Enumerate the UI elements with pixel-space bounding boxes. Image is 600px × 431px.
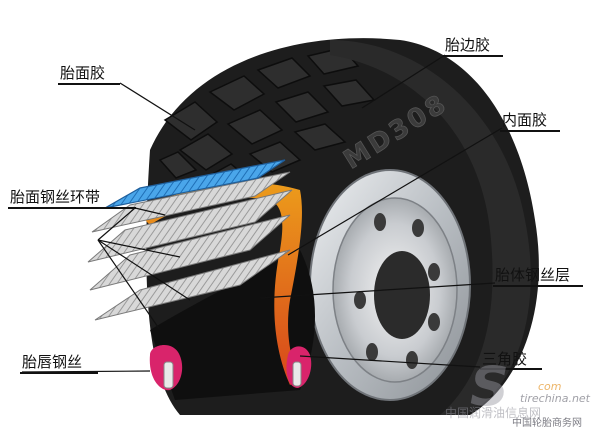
label-underline xyxy=(500,130,560,132)
label-underline xyxy=(480,368,542,370)
label-underline xyxy=(58,83,120,85)
watermark-site-cn-right: 中国轮胎商务网 xyxy=(512,418,582,429)
belt-plies xyxy=(87,159,293,321)
bead-left xyxy=(149,344,183,391)
label-sidewall-rubber: 胎边胶 xyxy=(445,36,491,54)
watermark-site-en: tirechina.net xyxy=(520,392,590,405)
watermark-site-cn-left: 中国润滑油信息网 xyxy=(445,406,542,420)
label-underline xyxy=(20,372,98,374)
leader-lines xyxy=(21,54,503,373)
label-underline xyxy=(443,55,503,57)
label-underline xyxy=(493,285,583,287)
watermark-logo: S xyxy=(470,355,509,418)
label-tread-rubber: 胎面胶 xyxy=(60,64,106,82)
label-carcass-ply: 胎体钢丝层 xyxy=(495,266,571,284)
label-underline xyxy=(8,207,136,209)
label-apex: 三角胶 xyxy=(482,350,528,368)
label-inner-liner: 内面胶 xyxy=(502,111,548,129)
label-belt-plies: 胎面钢丝环带 xyxy=(10,188,101,206)
wheel-rim xyxy=(309,169,471,401)
label-bead-wire: 胎唇钢丝 xyxy=(22,353,83,371)
watermark-domain-tag: com xyxy=(538,380,562,393)
